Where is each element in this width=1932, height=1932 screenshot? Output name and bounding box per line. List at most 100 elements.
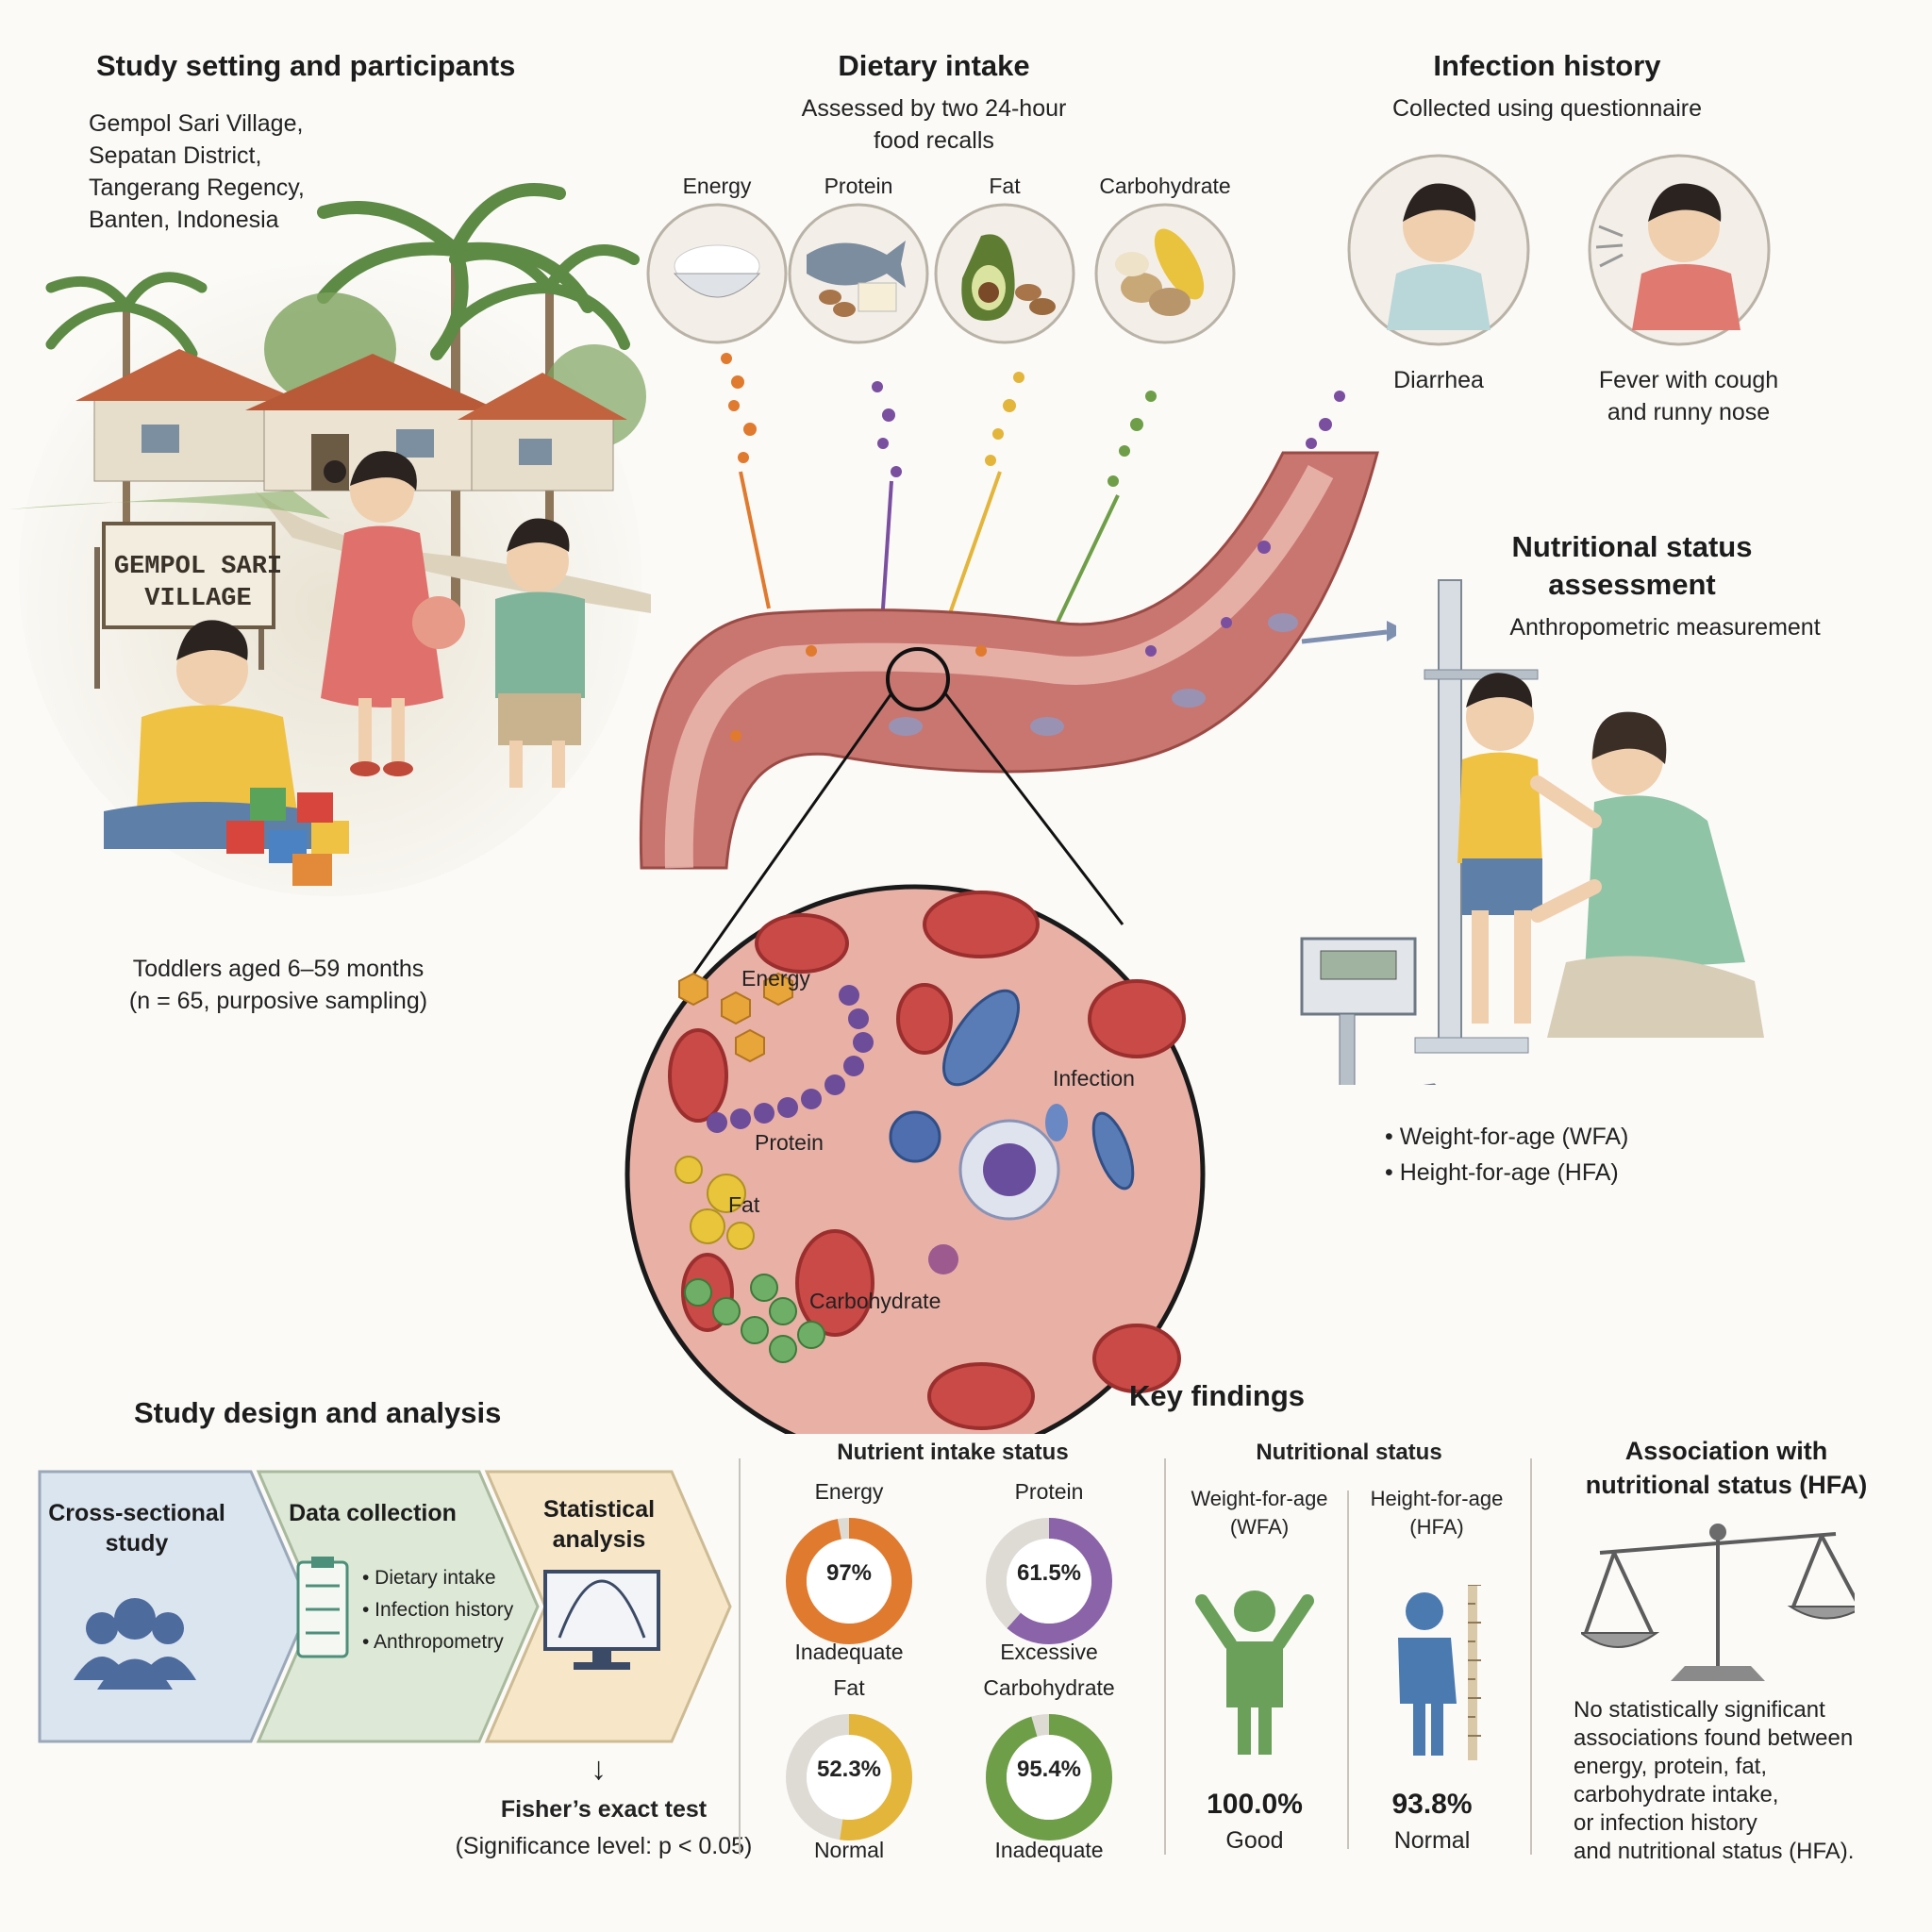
divider-status <box>1347 1491 1349 1849</box>
intake-status-title: Nutrient intake status <box>837 1440 1069 1465</box>
nutrition-subtitle: Anthropometric measurement <box>1509 614 1821 641</box>
zoom-label-energy: Energy <box>741 966 810 991</box>
child-measured <box>1457 673 1542 1024</box>
significance-level: (Significance level: p < 0.05) <box>455 1833 753 1859</box>
donut-carbohydrate-name: Carbohydrate <box>983 1675 1115 1700</box>
intestine-illustration <box>625 353 1396 1434</box>
donut-carbohydrate-status: Inadequate <box>994 1838 1104 1862</box>
girl-with-ball <box>321 451 465 776</box>
infection-label-fever: Fever with cough and runny nose <box>1598 367 1779 425</box>
wfa-value: 100.0% <box>1207 1789 1303 1820</box>
arrow-down-icon: ↓ <box>591 1751 607 1787</box>
donut-protein-value: 61.5% <box>1016 1560 1082 1586</box>
donut-protein-name: Protein <box>1014 1479 1084 1504</box>
zoom-label-protein: Protein <box>755 1130 824 1155</box>
hfa-value: 93.8% <box>1391 1789 1473 1820</box>
donut-carbohydrate-arc <box>986 1714 1112 1840</box>
diet-label-energy: Energy <box>682 174 752 198</box>
diet-label-protein: Protein <box>824 174 893 198</box>
donut-carbohydrate-center <box>1007 1735 1091 1820</box>
diet-title: Dietary intake <box>838 49 1030 82</box>
village-sign-text: GEMPOL SARI VILLAGE <box>113 553 283 613</box>
divider-2 <box>1164 1458 1166 1855</box>
boy-playing-blocks <box>104 620 349 886</box>
donut-fat-center <box>807 1735 891 1820</box>
monitor-chart-icon <box>543 1570 660 1670</box>
food-icons <box>646 203 1236 344</box>
divider-1 <box>739 1458 741 1855</box>
bacteria-icon <box>941 989 1135 1191</box>
step1-text: Cross-sectional study <box>48 1500 225 1557</box>
hfa-status: Normal <box>1393 1827 1471 1854</box>
statistical-test: Fisher’s exact test <box>500 1796 708 1823</box>
design-flow <box>38 1470 732 1743</box>
findings-title: Key findings <box>1128 1379 1305 1412</box>
nutrition-title: Nutritional status assessment <box>1511 530 1753 601</box>
zoom-label-carbohydrate: Carbohydrate <box>809 1289 941 1313</box>
donut-protein-status: Excessive <box>1000 1640 1098 1664</box>
nutrient-streams <box>721 353 1345 685</box>
wfa-label: Weight-for-age (WFA) <box>1191 1487 1328 1539</box>
step2-title: Data collection <box>289 1500 457 1526</box>
crying-child-icon <box>1347 154 1530 346</box>
diet-subtitle: Assessed by two 24-hour food recalls <box>801 95 1067 154</box>
donut-energy-status: Inadequate <box>794 1640 904 1664</box>
step2-items: • Dietary intake • Infection history • A… <box>362 1567 514 1653</box>
weighing-scale-icon <box>1300 937 1437 1085</box>
donut-energy-center <box>807 1539 891 1624</box>
donut-fat-name: Fat <box>833 1675 865 1700</box>
village-houses <box>75 349 627 491</box>
assoc-title: Association with nutritional status (HFA… <box>1585 1437 1868 1499</box>
hfa-label: Height-for-age (HFA) <box>1370 1487 1504 1539</box>
donut-protein-arc <box>986 1518 1112 1644</box>
infection-icons <box>1347 154 1771 346</box>
infection-label-diarrhea: Diarrhea <box>1393 367 1484 393</box>
zoom-label-fat: Fat <box>728 1192 760 1217</box>
status-title: Nutritional status <box>1256 1440 1442 1465</box>
donut-fat-value: 52.3% <box>816 1757 882 1782</box>
virus-icon <box>889 1110 958 1274</box>
nutrition-bullets: • Weight-for-age (WFA) • Height-for-age … <box>1385 1124 1629 1186</box>
boy-green-shirt <box>495 518 585 788</box>
corn-potato-icon <box>1094 203 1236 344</box>
infection-subtitle: Collected using questionnaire <box>1392 95 1702 122</box>
child-standing-icon <box>1398 1592 1457 1756</box>
donut-energy-value: 97% <box>825 1560 873 1586</box>
rice-bowl-icon <box>646 203 788 344</box>
child-cheering-icon <box>1195 1591 1314 1755</box>
height-ruler-icon <box>1468 1585 1481 1760</box>
wfa-status: Good <box>1225 1827 1284 1854</box>
assoc-text: No statistically significant association… <box>1574 1697 1855 1864</box>
measurement-illustration <box>1300 579 1764 1085</box>
donut-fat-status: Normal <box>813 1838 885 1862</box>
donut-energy-name: Energy <box>814 1479 884 1504</box>
fish-tofu-icon <box>788 203 929 344</box>
zoom-label-infection: Infection <box>1053 1066 1135 1091</box>
step3-text: Statistical analysis <box>542 1496 656 1553</box>
coughing-child-icon <box>1588 154 1771 346</box>
participants-text: Toddlers aged 6–59 months (n = 65, purpo… <box>128 956 428 1014</box>
village-sign <box>94 522 275 689</box>
donut-protein-center <box>1007 1539 1091 1624</box>
health-worker <box>1530 711 1764 1038</box>
donut-fat-arc <box>786 1714 912 1840</box>
avocado-nuts-icon <box>934 203 1075 344</box>
immune-cell-icon <box>958 1119 1060 1221</box>
status-figures <box>1195 1585 1481 1760</box>
intake-donuts <box>786 1518 1112 1840</box>
infection-title: Infection history <box>1433 49 1661 82</box>
design-title: Study design and analysis <box>134 1396 502 1429</box>
donut-energy-arc <box>786 1518 912 1644</box>
clipboard-icon <box>296 1557 349 1658</box>
diet-label-fat: Fat <box>989 174 1021 198</box>
balance-scale-icon <box>1581 1524 1855 1681</box>
setting-location: Gempol Sari Village, Sepatan District, T… <box>89 110 305 233</box>
setting-title: Study setting and participants <box>96 49 516 82</box>
people-icon <box>74 1598 196 1690</box>
village-illustration <box>9 183 651 896</box>
donut-carbohydrate-value: 95.4% <box>1016 1757 1082 1782</box>
stadiometer-icon <box>1414 579 1539 1054</box>
diet-label-carbohydrate: Carbohydrate <box>1099 174 1231 198</box>
divider-3 <box>1530 1458 1532 1855</box>
zoom-circle <box>625 884 1206 1434</box>
